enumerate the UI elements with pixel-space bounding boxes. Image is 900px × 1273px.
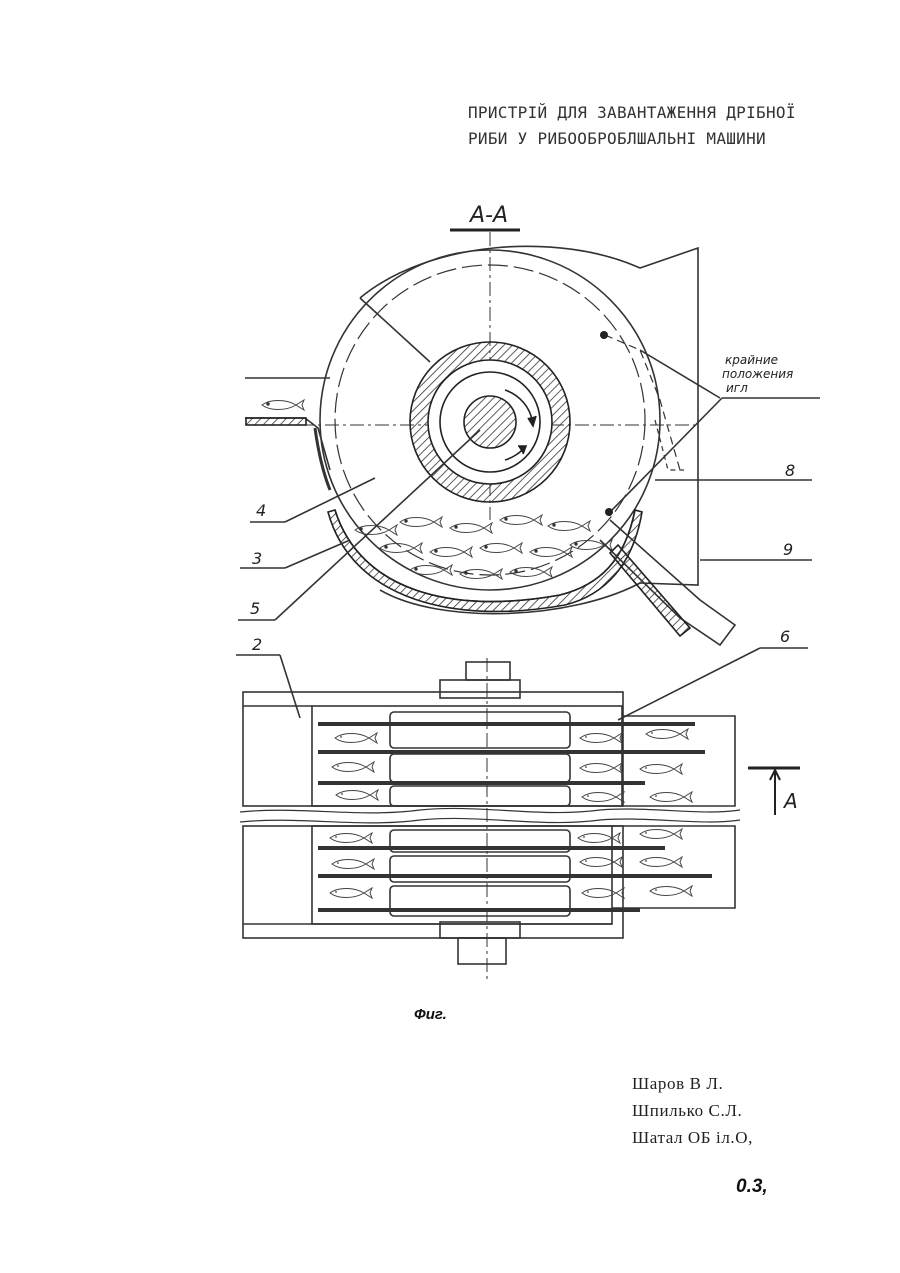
annotation-line-3: игл bbox=[726, 381, 748, 395]
part-number-2: 2 bbox=[252, 635, 262, 654]
author-1: Шаров В Л. bbox=[632, 1070, 753, 1097]
part-number-9: 9 bbox=[783, 540, 793, 559]
figure-caption: Фиг. bbox=[414, 1006, 447, 1023]
part-number-4: 4 bbox=[256, 501, 266, 520]
author-2: Шпилько С.Л. bbox=[632, 1097, 753, 1124]
section-label: A-A bbox=[468, 203, 508, 228]
author-3: Шатал ОБ іл.О, bbox=[632, 1124, 753, 1151]
annotation-line-1: крайние bbox=[725, 353, 778, 367]
annotation-line-2: положения bbox=[722, 367, 793, 381]
trough-fish bbox=[355, 515, 612, 579]
drum-section-view bbox=[236, 232, 820, 720]
page-code: 0.3, bbox=[736, 1176, 768, 1198]
part-number-6: 6 bbox=[780, 627, 790, 646]
part-number-8: 8 bbox=[785, 461, 795, 480]
section-marker-label: A bbox=[782, 789, 798, 813]
authors-list: Шаров В Л. Шпилько С.Л. Шатал ОБ іл.О, bbox=[632, 1070, 753, 1151]
part-number-3: 3 bbox=[252, 549, 262, 568]
part-number-5: 5 bbox=[250, 599, 260, 618]
plan-view bbox=[240, 658, 740, 980]
section-label-group: A-A bbox=[450, 203, 520, 230]
